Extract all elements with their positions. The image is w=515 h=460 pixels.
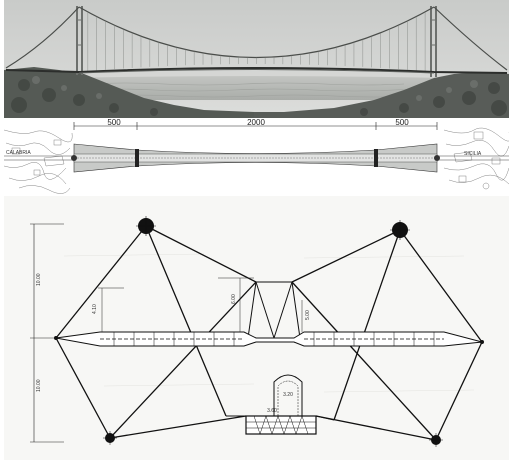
terrain-highlights bbox=[32, 76, 478, 101]
hangers bbox=[87, 11, 426, 72]
terrain-right bbox=[254, 72, 509, 118]
backstay-left bbox=[5, 6, 80, 69]
span-right-label: 500 bbox=[395, 118, 409, 127]
dim-tower-label: 5.00 bbox=[305, 310, 311, 320]
section-panel: 10.00 10.00 bbox=[4, 196, 509, 460]
rail-width-label: 3.60 bbox=[267, 408, 277, 414]
node-deck-ends bbox=[54, 336, 484, 344]
node-bottom-left bbox=[103, 431, 117, 445]
plan-terrain-left bbox=[4, 129, 73, 194]
node-bottom-right bbox=[429, 433, 443, 447]
deck-shade bbox=[78, 69, 435, 74]
terrain-texture bbox=[11, 79, 507, 116]
paper-texture bbox=[63, 253, 475, 393]
span-main-label: 2000 bbox=[247, 118, 265, 127]
terrain-left bbox=[4, 67, 254, 118]
dim-mid bbox=[218, 277, 254, 332]
backstay-right bbox=[433, 6, 508, 71]
node-top-left bbox=[136, 216, 156, 236]
sea-waves bbox=[73, 82, 435, 98]
dim-mid-label: 6.00 bbox=[231, 294, 237, 304]
elevation-panel bbox=[4, 0, 509, 118]
girder-ribs bbox=[113, 332, 435, 346]
rail-box bbox=[226, 374, 335, 435]
plan-towers bbox=[135, 149, 378, 167]
deck-girder bbox=[55, 331, 483, 347]
plan-anchorages bbox=[71, 155, 440, 161]
end-left-label: CALABRIA bbox=[6, 150, 31, 156]
dim-left bbox=[98, 287, 124, 332]
plan-panel: 500 2000 500 CALABRIA SICILIA bbox=[4, 118, 509, 196]
span-left-label: 500 bbox=[107, 118, 121, 127]
dim-left-label: 4.10 bbox=[92, 304, 98, 314]
end-right-label: SICILIA bbox=[464, 151, 482, 157]
approach-roads bbox=[4, 155, 509, 161]
tower-left bbox=[76, 6, 83, 75]
sea bbox=[64, 76, 444, 100]
tower-right bbox=[430, 6, 437, 77]
height-top-label: 10.00 bbox=[36, 273, 42, 286]
span-dimension-line bbox=[73, 122, 438, 130]
central-frame bbox=[247, 281, 301, 339]
node-top-right bbox=[390, 220, 410, 240]
height-bottom-label: 10.00 bbox=[36, 379, 42, 392]
deck bbox=[5, 67, 508, 74]
rail-height-label: 3.20 bbox=[283, 392, 293, 398]
